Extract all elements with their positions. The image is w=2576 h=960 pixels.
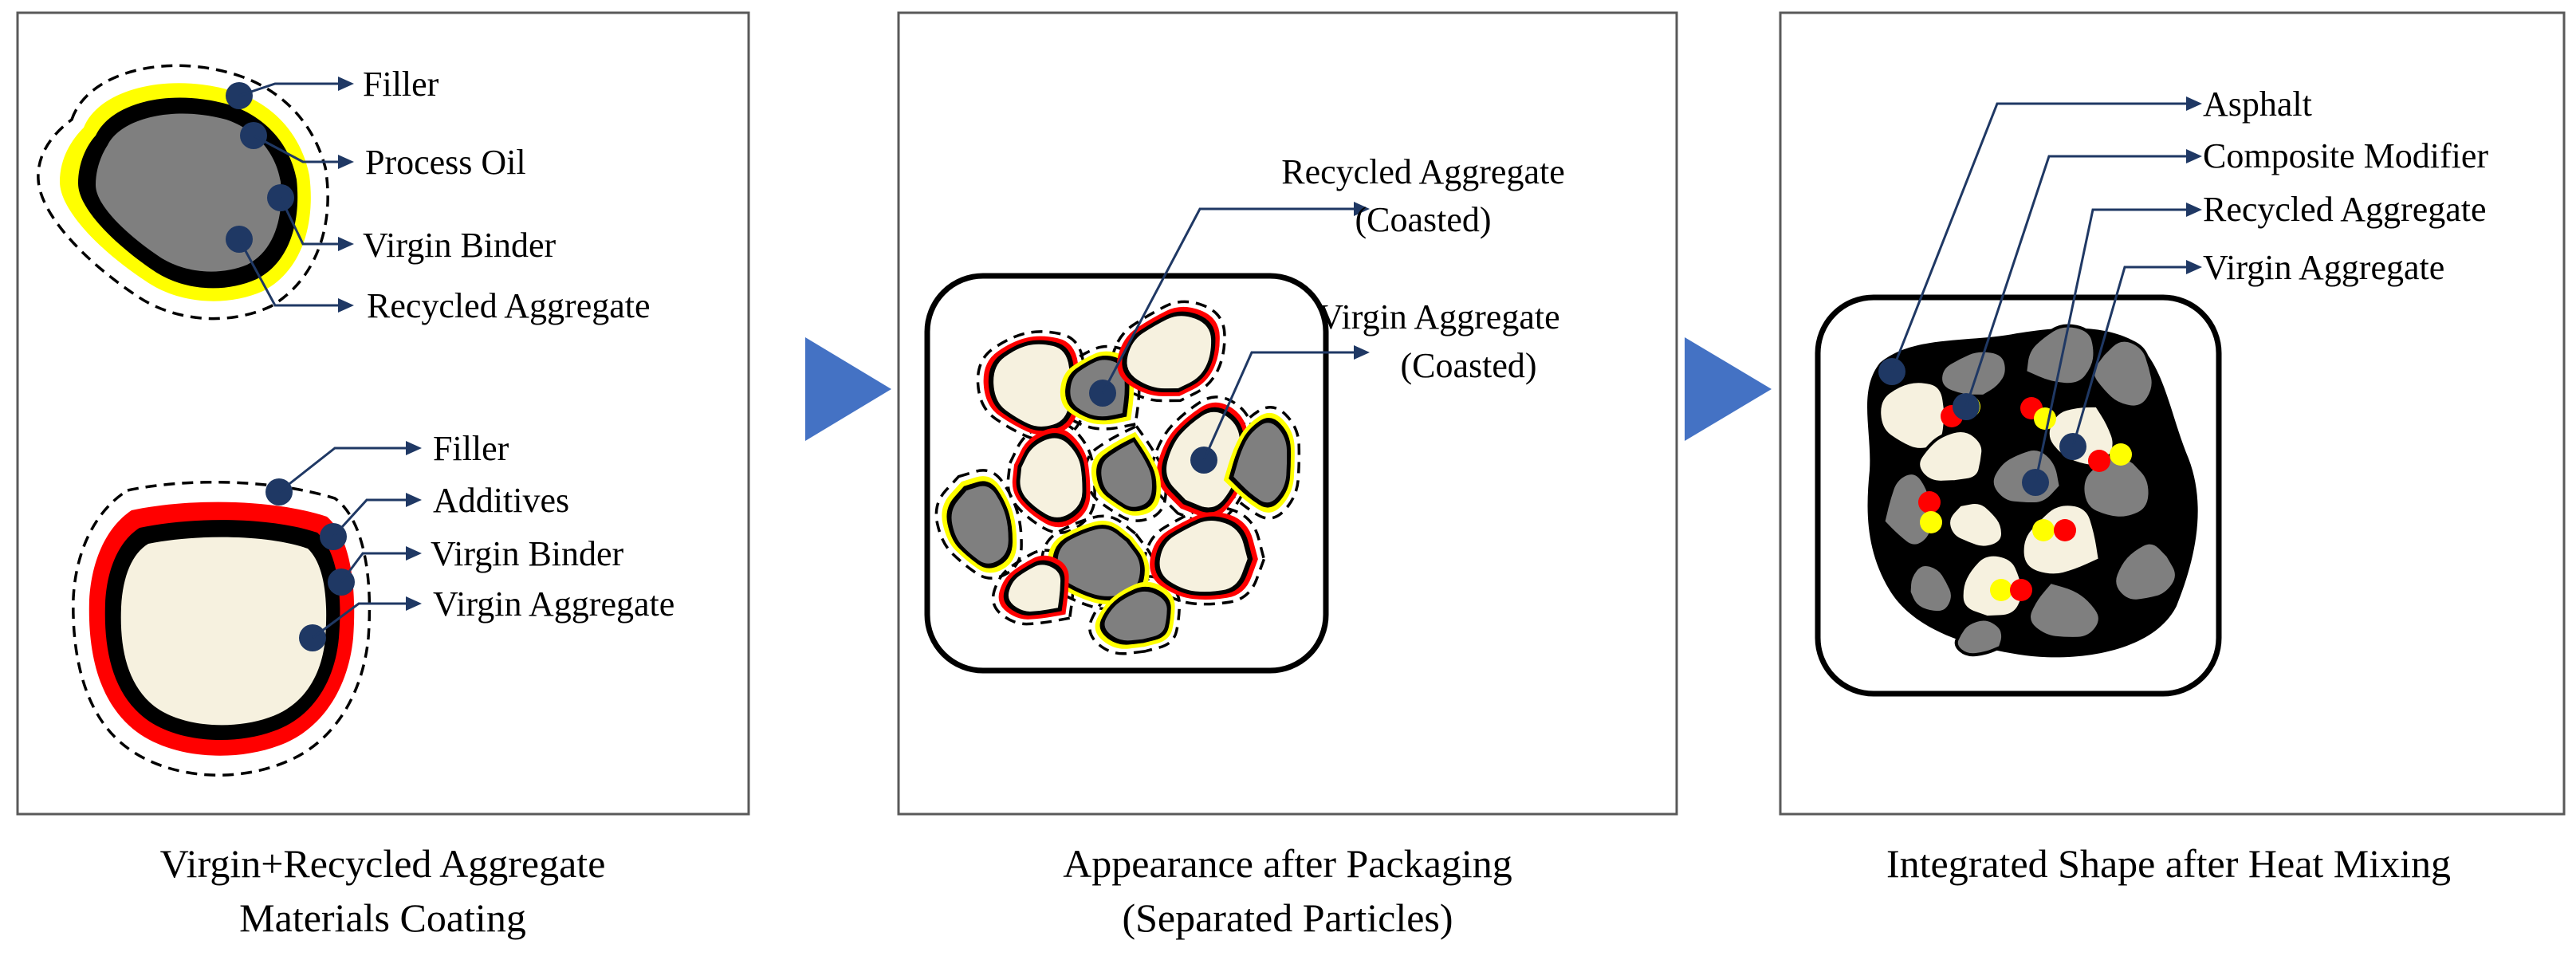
composite-modifier-dot (1918, 491, 1941, 513)
composite-modifier-dot (1920, 511, 1942, 533)
recycled-aggregate-particle (1047, 521, 1150, 605)
coating-boundary (991, 549, 1076, 626)
label-recycled-aggregate-2: Recycled Aggregate (1281, 152, 1565, 191)
label-virgin-binder-1: Virgin Binder (363, 226, 556, 265)
coating-boundary (1083, 424, 1168, 522)
caption-panel-1-line-1: Virgin+Recycled Aggregate (160, 841, 606, 886)
composite-modifier-dot (2054, 519, 2076, 541)
label-filler-2: Filler (433, 429, 509, 468)
composite-modifier-dot (2110, 443, 2132, 466)
flow-arrow-2 (1685, 337, 1772, 441)
virgin-aggregate-particle (1012, 427, 1091, 528)
leaders-virgin (265, 441, 422, 651)
composite-modifier-dot (2032, 519, 2055, 541)
panel-packaging: Recycled Aggregate (Coasted) Virgin Aggr… (897, 11, 1678, 940)
composite-modifier-dot (2034, 407, 2056, 430)
recycled-aggregate-particle (1907, 562, 1954, 615)
label-virgin-aggregate-1: Virgin Aggregate (433, 584, 674, 624)
label-composite-modifier: Composite Modifier (2203, 136, 2488, 175)
recycled-aggregate-particle (2023, 324, 2097, 387)
label-additives: Additives (433, 481, 569, 520)
label-asphalt: Asphalt (2203, 85, 2312, 124)
label-virgin-binder-2: Virgin Binder (431, 534, 624, 573)
caption-panel-3-line-1: Integrated Shape after Heat Mixing (1886, 841, 2451, 886)
composite-modifier-dot (2088, 450, 2110, 472)
coating-boundary (976, 330, 1088, 442)
label-recycled-coated: (Coasted) (1355, 200, 1491, 239)
leaders-recycled (226, 77, 354, 313)
caption-panel-2-line-2: (Separated Particles) (1122, 895, 1453, 940)
label-virgin-coated: (Coasted) (1400, 346, 1536, 385)
virgin-aggregate-particle (1150, 512, 1258, 600)
caption-panel-1-line-2: Materials Coating (239, 895, 526, 940)
recycled-aggregate-particle (2090, 338, 2155, 409)
recycled-aggregate-particle (2113, 541, 2178, 603)
virgin-aggregate-particle (1947, 501, 2004, 549)
label-process-oil: Process Oil (365, 143, 526, 182)
recycled-aggregate-particle (2027, 580, 2102, 640)
panel-coating: Filler Process Oil Virgin Binder Recycle… (16, 11, 750, 940)
virgin-aggregate-particle (1917, 429, 1985, 484)
panel-heat-mixing: Asphalt Composite Modifier Recycled Aggr… (1779, 11, 2566, 886)
virgin-aggregate-particle (1117, 306, 1220, 396)
virgin-aggregate-particle (983, 336, 1081, 435)
virgin-particle (72, 481, 372, 777)
label-recycled-aggregate-3: Recycled Aggregate (2203, 190, 2487, 229)
coating-boundary (1110, 300, 1226, 403)
virgin-aggregate-particle (998, 555, 1069, 620)
recycled-aggregate-particle (942, 476, 1017, 573)
label-virgin-aggregate-3: Virgin Aggregate (2203, 248, 2444, 287)
flow-arrow-1 (805, 337, 891, 441)
caption-panel-2-line-1: Appearance after Packaging (1063, 841, 1512, 886)
recycled-aggregate-particle (1954, 617, 2005, 657)
label-virgin-aggregate-2: Virgin Aggregate (1318, 297, 1559, 336)
composite-modifier-dot (2010, 579, 2032, 601)
recycled-aggregate-particle (1091, 431, 1162, 516)
recycled-aggregate-particle (1223, 412, 1295, 513)
label-filler-1: Filler (363, 65, 439, 104)
recycled-aggregate-particle (1095, 581, 1175, 649)
label-recycled-aggregate-1: Recycled Aggregate (367, 286, 651, 325)
composite-modifier-dot (1990, 579, 2012, 601)
